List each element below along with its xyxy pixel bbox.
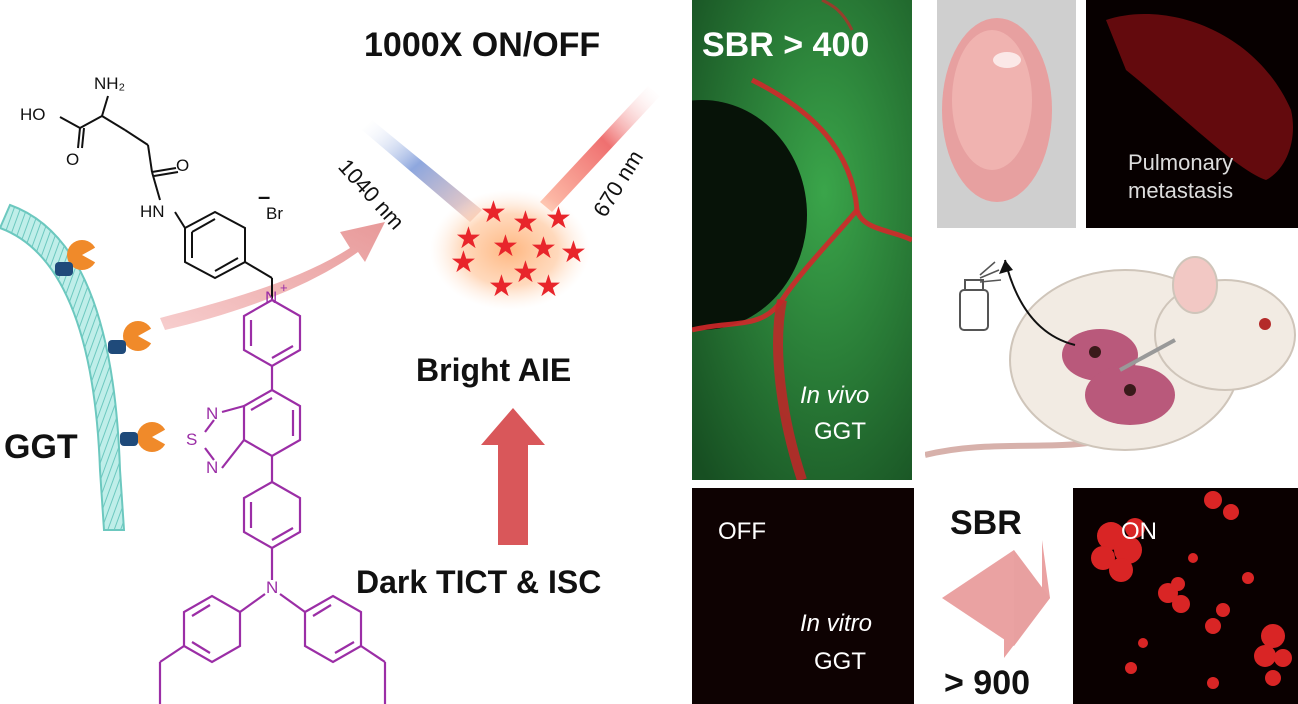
- sbr-top-label: SBR > 400: [702, 26, 870, 64]
- star-icon: ★: [545, 202, 572, 235]
- emission-beam: [540, 86, 660, 212]
- spray-icon: [959, 261, 1002, 331]
- label-hn: HN: [140, 202, 165, 221]
- aggregate-glow: [430, 190, 590, 310]
- cleavage-arrow: [160, 222, 385, 330]
- sbr-arrow: [942, 540, 1050, 658]
- probe-structure: [158, 298, 387, 704]
- pulmonary-label-2: metastasis: [1128, 178, 1234, 203]
- excitation-beam: [362, 120, 482, 222]
- label-n-top: N: [206, 404, 219, 423]
- dark-tict-label: Dark TICT & ISC: [356, 564, 602, 600]
- in-vitro-ggt-label: GGT: [814, 648, 866, 675]
- mouse-illustration: [925, 256, 1296, 458]
- star-icon: ★: [512, 256, 539, 289]
- pulmonary-label-1: Pulmonary: [1128, 150, 1234, 175]
- onoff-title: 1000X ON/OFF: [364, 26, 601, 64]
- star-icon: ★: [480, 196, 507, 229]
- bright-aie-label: Bright AIE: [416, 352, 572, 388]
- star-icon: ★: [488, 270, 515, 303]
- in-vitro-label: In vitro: [800, 610, 873, 637]
- star-icon: ★: [535, 270, 562, 303]
- on-label: ON: [1121, 518, 1157, 545]
- ggt-label: GGT: [4, 428, 78, 466]
- label-nh2: NH₂: [94, 74, 126, 93]
- star-icon: ★: [455, 222, 482, 255]
- enzyme-icon: [108, 321, 156, 354]
- in-vivo-image: SBR > 400 In vivo GGT: [692, 0, 912, 480]
- up-arrow: [481, 408, 545, 545]
- star-icon: ★: [530, 232, 557, 265]
- label-n-bot: N: [206, 458, 219, 477]
- label-o2: O: [176, 156, 190, 175]
- glutamyl-structure: [59, 95, 186, 229]
- cell-membrane: [0, 203, 126, 531]
- label-plus: +: [280, 280, 288, 295]
- label-ho: HO: [20, 105, 46, 124]
- star-icon: ★: [512, 206, 539, 239]
- in-vivo-ggt-label: GGT: [814, 418, 866, 445]
- label-o1: O: [66, 150, 80, 169]
- star-icon: ★: [492, 230, 519, 263]
- lung-photo: [937, 0, 1076, 228]
- in-vitro-on-image: ON: [1073, 488, 1298, 704]
- label-n-plus: N: [265, 288, 278, 307]
- label-br: Br: [266, 204, 283, 223]
- star-icon: ★: [560, 236, 587, 269]
- pulmonary-image: Pulmonary metastasis: [1086, 0, 1298, 228]
- in-vivo-label: In vivo: [800, 382, 870, 409]
- label-n-amine: N: [266, 578, 279, 597]
- label-s: S: [186, 430, 198, 449]
- sbr-value: > 900: [944, 664, 1031, 702]
- scheme-left: ★ ★ ★ ★ ★ ★ ★ ★ ★ ★ ★: [0, 86, 660, 704]
- off-label: OFF: [718, 518, 766, 545]
- enzyme-icon: [120, 422, 170, 452]
- enzyme-icon: [55, 240, 100, 276]
- in-vitro-off-image: OFF In vitro GGT: [692, 488, 914, 704]
- phenyl-ring: [184, 210, 273, 300]
- sbr-label: SBR: [950, 504, 1022, 542]
- label-br-charge: –: [258, 184, 271, 209]
- aie-stars: ★ ★ ★ ★ ★ ★ ★ ★ ★ ★ ★: [450, 196, 587, 303]
- star-icon: ★: [450, 246, 477, 279]
